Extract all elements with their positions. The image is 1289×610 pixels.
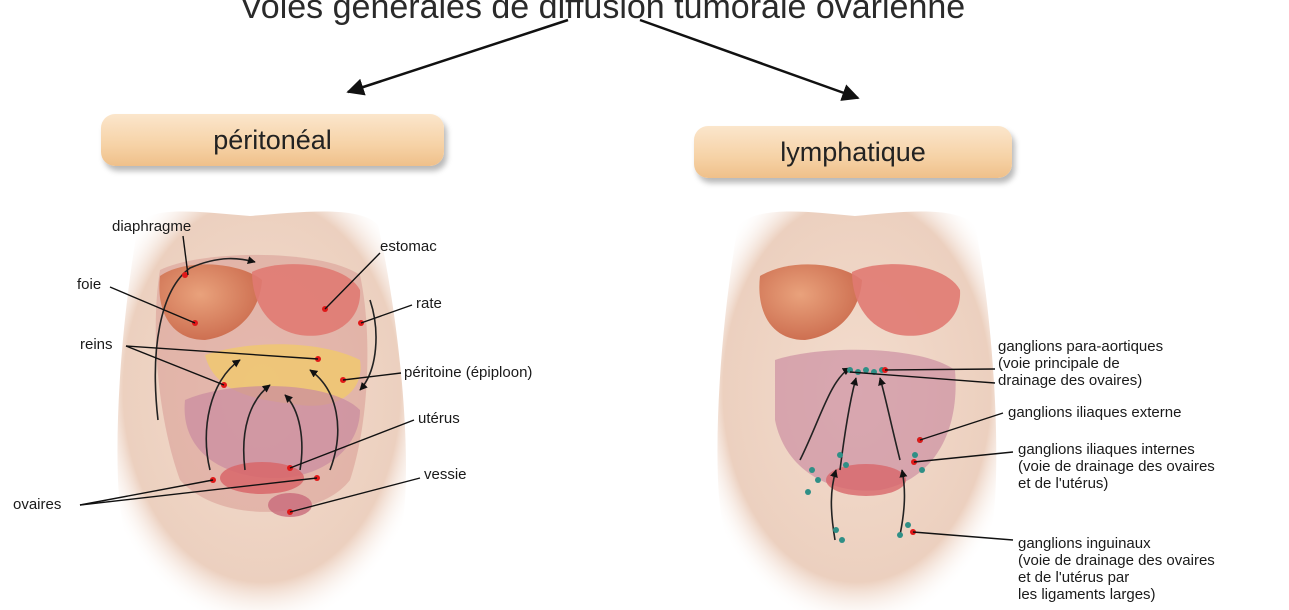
- label-reins: reins: [80, 336, 113, 353]
- arrow-to-peritoneal: [348, 20, 568, 92]
- label-ganglions-para-aortiques: ganglions para-aortiques (voie principal…: [998, 338, 1163, 389]
- label-peritoine: péritoine (épiploon): [404, 364, 532, 381]
- lymphatic-torso: [717, 211, 1013, 610]
- label-foie: foie: [77, 276, 101, 293]
- label-ovaires: ovaires: [13, 496, 61, 513]
- label-ganglions-inguinaux: ganglions inguinaux (voie de drainage de…: [1018, 535, 1215, 603]
- lymphatic-route-box: lymphatique: [694, 126, 1012, 178]
- label-diaphragme: diaphragme: [112, 218, 191, 235]
- peritoneal-torso: [80, 211, 420, 610]
- label-ganglions-iliaques-internes: ganglions iliaques internes (voie de dra…: [1018, 441, 1215, 492]
- label-rate: rate: [416, 295, 442, 312]
- label-vessie: vessie: [424, 466, 467, 483]
- label-estomac: estomac: [380, 238, 437, 255]
- label-ganglions-iliaques-externe: ganglions iliaques externe: [1008, 404, 1181, 421]
- peritoneal-route-box: péritonéal: [101, 114, 444, 166]
- arrow-to-lymphatic: [640, 20, 858, 98]
- label-uterus: utérus: [418, 410, 460, 427]
